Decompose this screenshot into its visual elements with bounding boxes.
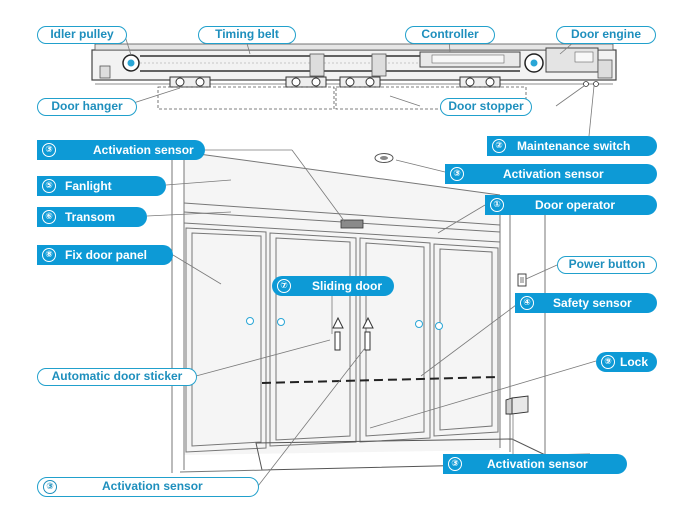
maintenance-switch-text: Maintenance switch — [517, 139, 631, 153]
label-activation-sensor-floor-right: ③ Activation sensor — [443, 454, 627, 474]
sliding-door-left — [269, 232, 357, 447]
activation-sensor-floor-left-number: ③ — [43, 479, 57, 494]
lock-line — [261, 376, 499, 384]
label-safety-sensor: ④ Safety sensor — [515, 293, 657, 313]
label-automatic-door-sticker: Automatic door sticker — [37, 368, 197, 386]
fix-door-panel-text: Fix door panel — [65, 248, 148, 262]
label-idler-pulley: Idler pulley — [37, 26, 127, 44]
label-timing-belt: Timing belt — [198, 26, 296, 44]
label-activation-sensor-top: ③ Activation sensor — [37, 140, 205, 160]
lock-text: Lock — [620, 355, 649, 369]
lock-number: ⑨ — [601, 355, 615, 369]
operator-mechanism — [91, 43, 617, 110]
label-door-operator: ① Door operator — [485, 195, 657, 215]
activation-sensor-top-number: ③ — [42, 143, 56, 157]
fanlight-text: Fanlight — [65, 179, 112, 193]
activation-sensor-ceiling-text: Activation sensor — [503, 167, 604, 181]
door-handle-left — [332, 316, 344, 351]
transom-number: ⑥ — [42, 210, 56, 224]
sliding-door-right — [359, 237, 431, 443]
door-sticker-icons — [246, 317, 443, 330]
label-controller: Controller — [405, 26, 495, 44]
fanlight-number: ⑤ — [42, 179, 56, 193]
label-door-stopper: Door stopper — [440, 98, 532, 116]
label-power-button: Power button — [557, 256, 657, 274]
label-activation-sensor-ceiling: ③ Activation sensor — [445, 164, 657, 184]
activation-sensor-top-text: Activation sensor — [93, 143, 194, 157]
label-activation-sensor-floor-left: ③ Activation sensor — [37, 477, 259, 497]
activation-sensor-floor-right-text: Activation sensor — [487, 457, 588, 471]
label-door-engine: Door engine — [556, 26, 656, 44]
label-lock: ⑨ Lock — [596, 352, 657, 372]
door-operator-text: Door operator — [535, 198, 616, 212]
maintenance-switch-number: ② — [492, 139, 506, 153]
activation-sensor-floor-left-text: Activation sensor — [102, 479, 203, 493]
activation-sensor-ceiling-number: ③ — [450, 167, 464, 181]
safety-sensor-text: Safety sensor — [553, 296, 632, 310]
transom-text: Transom — [65, 210, 116, 224]
door-hanger-right — [339, 76, 501, 88]
label-door-hanger: Door hanger — [37, 98, 137, 116]
label-transom: ⑥ Transom — [37, 207, 147, 227]
door-operator-number: ① — [490, 198, 504, 212]
label-maintenance-switch: ② Maintenance switch — [487, 136, 657, 156]
fix-door-panel-number: ⑧ — [42, 248, 56, 262]
floor-sensor-box — [505, 395, 529, 415]
fix-door-panel-right — [433, 243, 499, 437]
sliding-door-number: ⑦ — [277, 279, 291, 293]
activation-sensor-device — [340, 219, 364, 229]
sliding-door-text: Sliding door — [312, 279, 382, 293]
label-fanlight: ⑤ Fanlight — [37, 176, 166, 196]
safety-sensor-number: ④ — [520, 296, 534, 310]
activation-sensor-floor-right-number: ③ — [448, 457, 462, 471]
belt-clamp — [309, 53, 325, 77]
label-fix-door-panel: ⑧ Fix door panel — [37, 245, 173, 265]
belt-clamp — [371, 53, 387, 77]
label-sliding-door: ⑦ Sliding door — [272, 276, 394, 296]
door-handle-right — [362, 316, 374, 351]
